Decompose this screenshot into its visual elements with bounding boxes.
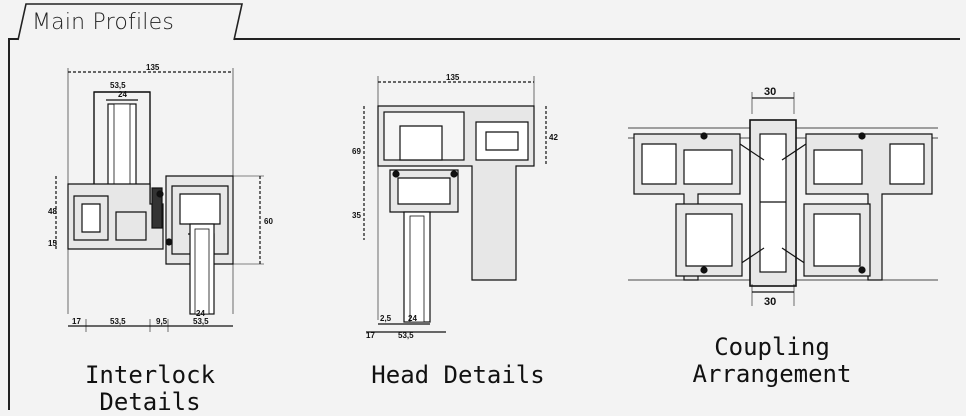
interlock-dim-b2: 53,5 — [110, 317, 126, 326]
head-dim-right: 42 — [549, 133, 558, 142]
interlock-dim-b3: 9,5 — [156, 317, 168, 326]
head-caption: Head Details — [371, 361, 545, 389]
interlock-dim-width-b: 24 — [118, 90, 127, 99]
coupling-drawing: 30 30 — [628, 86, 938, 308]
interlock-caption: Interlock Details — [84, 361, 216, 416]
coupling-caption-line1: Coupling — [714, 333, 830, 361]
head-dim-top: 135 — [446, 73, 460, 82]
interlock-dim-width-a: 53,5 — [110, 81, 126, 90]
interlock-dim-b1: 17 — [72, 317, 81, 326]
interlock-dim-b5: 53,5 — [193, 317, 209, 326]
head-dim-h1: 69 — [352, 147, 361, 156]
head-dim-b1: 2,5 — [380, 314, 392, 323]
interlock-dim-h1: 48 — [48, 207, 57, 216]
coupling-dim-top: 30 — [764, 86, 776, 98]
section-title: Main Profiles — [32, 10, 174, 35]
coupling-caption: Coupling Arrangement — [672, 334, 872, 388]
head-dim-b2: 24 — [408, 314, 417, 323]
head-dim-h2: 35 — [352, 211, 361, 220]
coupling-dim-bottom: 30 — [764, 296, 776, 308]
section-tab: Main Profiles — [10, 2, 246, 41]
head-drawing: 135 42 69 35 2,5 24 17 53,5 — [352, 73, 558, 340]
tab-outline — [17, 3, 246, 41]
coupling-caption-line2: Arrangement — [692, 360, 852, 388]
interlock-dim-h2: 15 — [48, 239, 57, 248]
interlock-dim-b4: 24 — [196, 309, 205, 318]
section-frame — [8, 38, 960, 410]
interlock-dim-top: 135 — [146, 64, 160, 72]
head-dim-b3: 17 — [366, 331, 375, 340]
interlock-dim-h3: 60 — [264, 217, 273, 226]
head-dim-b4: 53,5 — [398, 331, 414, 340]
interlock-drawing: 135 53,5 24 48 15 60 17 53,5 9,5 24 53,5 — [48, 64, 273, 332]
